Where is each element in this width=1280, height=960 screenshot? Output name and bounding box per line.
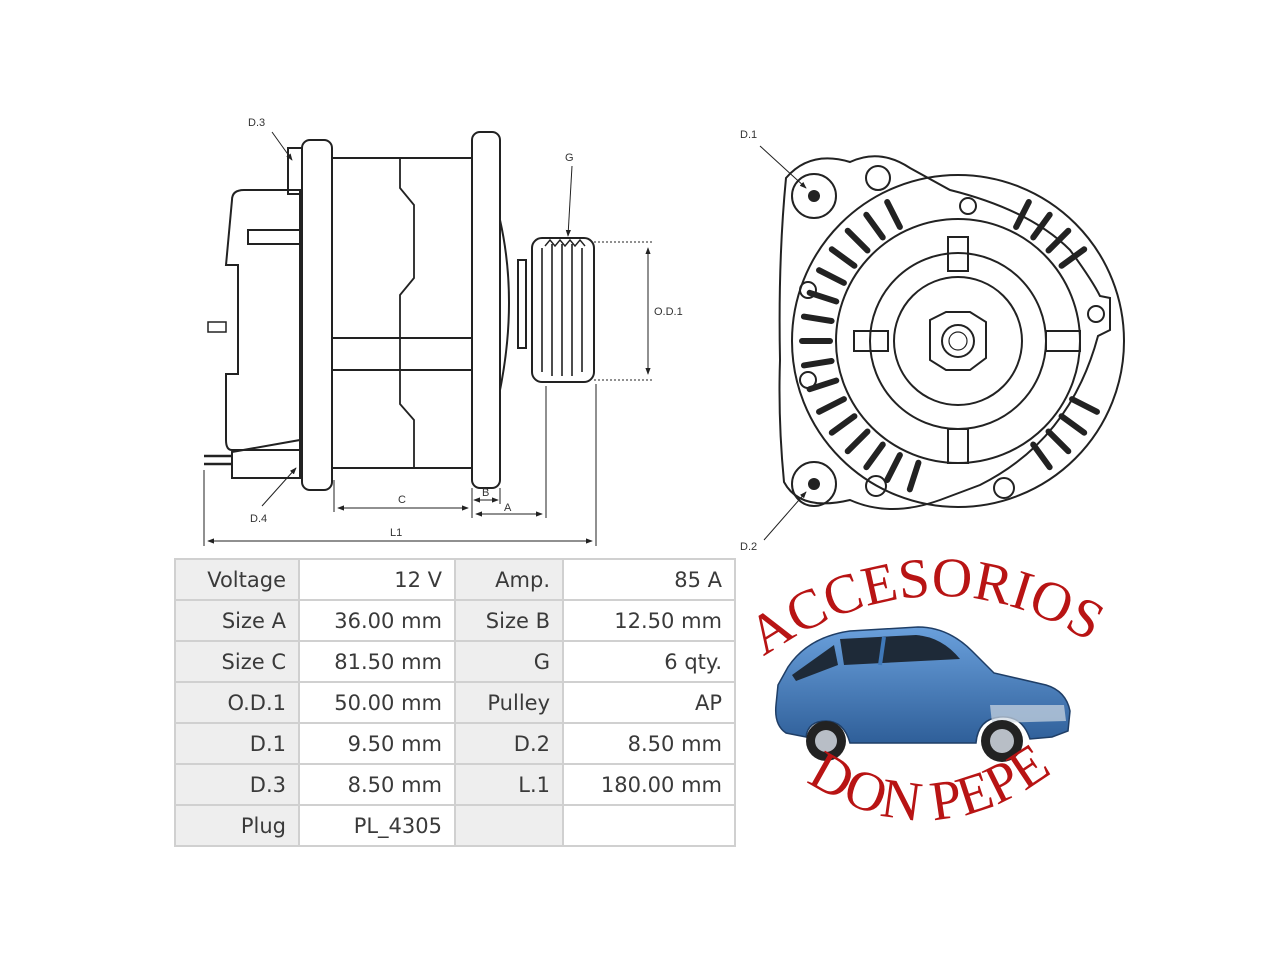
spec-key: Size B [454, 599, 564, 642]
vent-slot [844, 227, 871, 254]
alternator-front-view [778, 155, 1125, 510]
spec-key: D.1 [174, 722, 300, 765]
rotor-spoke [853, 330, 889, 352]
label-a: A [504, 502, 512, 514]
label-d2: D.2 [740, 541, 757, 553]
front-view-leaders [759, 145, 807, 541]
spec-key: Voltage [174, 558, 300, 601]
vent-slot [1045, 227, 1072, 254]
spec-key: D.2 [454, 722, 564, 765]
spec-value: 9.50 mm [298, 722, 456, 765]
vent-slot [863, 441, 886, 471]
vent-slot [1069, 396, 1100, 415]
vent-slot [844, 428, 871, 455]
spec-key: D.3 [174, 763, 300, 806]
spec-value [562, 804, 736, 847]
spec-value: 12 V [298, 558, 456, 601]
alternator-side-view [204, 131, 595, 491]
spec-key: Amp. [454, 558, 564, 601]
logo-bottom-text: DON PEPE [799, 732, 1060, 834]
label-b: B [482, 487, 489, 499]
spec-key [454, 804, 564, 847]
label-g: G [565, 152, 574, 164]
car-icon [774, 626, 1071, 762]
vent-slot [1045, 428, 1072, 455]
vent-slot [816, 396, 847, 415]
vent-slot [800, 313, 835, 324]
vent-slot [884, 452, 903, 483]
spec-key: O.D.1 [174, 681, 300, 724]
vent-slot [806, 289, 840, 305]
spec-value: 8.50 mm [298, 763, 456, 806]
front-view-spokes [853, 236, 1081, 464]
spec-value: 180.00 mm [562, 763, 736, 806]
rotor-spoke [1045, 330, 1081, 352]
vent-slot [906, 459, 922, 493]
vent-slot [828, 413, 858, 436]
don-pepe-logo: ACCESORIOS DON PEPE [738, 555, 1115, 834]
vent-slot [1013, 199, 1032, 230]
vent-slot [1058, 246, 1088, 269]
vent-slot [884, 199, 903, 230]
spec-value: 85 A [562, 558, 736, 601]
rotor-spoke [947, 428, 969, 464]
spec-value: 12.50 mm [562, 599, 736, 642]
spec-value: 8.50 mm [562, 722, 736, 765]
spec-key: Pulley [454, 681, 564, 724]
label-l1: L1 [390, 527, 402, 539]
front-view-vents [799, 199, 1100, 493]
vent-slot [1030, 441, 1053, 471]
label-d4: D.4 [250, 513, 267, 525]
vent-slot [816, 267, 847, 286]
rotor-spoke [947, 236, 969, 272]
vent-slot [806, 377, 840, 393]
spec-value: AP [562, 681, 736, 724]
spec-key: Size C [174, 640, 300, 683]
spec-key: L.1 [454, 763, 564, 806]
spec-key: Size A [174, 599, 300, 642]
label-d3: D.3 [248, 117, 265, 129]
spec-value: 6 qty. [562, 640, 736, 683]
label-od1: O.D.1 [654, 306, 683, 318]
dimension-lines [203, 131, 654, 546]
vent-slot [828, 246, 858, 269]
spec-value: 81.50 mm [298, 640, 456, 683]
vent-slot [863, 211, 886, 241]
label-c: C [398, 494, 406, 506]
spec-key: G [454, 640, 564, 683]
alternator-technical-drawing: D.3 D.4 G O.D.1 B C A L1 D.1 D.2 [203, 117, 1125, 553]
spec-value: 50.00 mm [298, 681, 456, 724]
spec-value: PL_4305 [298, 804, 456, 847]
vent-slot [800, 358, 835, 369]
vent-slot [1058, 413, 1088, 436]
spec-key: Plug [174, 804, 300, 847]
label-d1: D.1 [740, 129, 757, 141]
spec-value: 36.00 mm [298, 599, 456, 642]
vent-slot [1030, 211, 1053, 241]
